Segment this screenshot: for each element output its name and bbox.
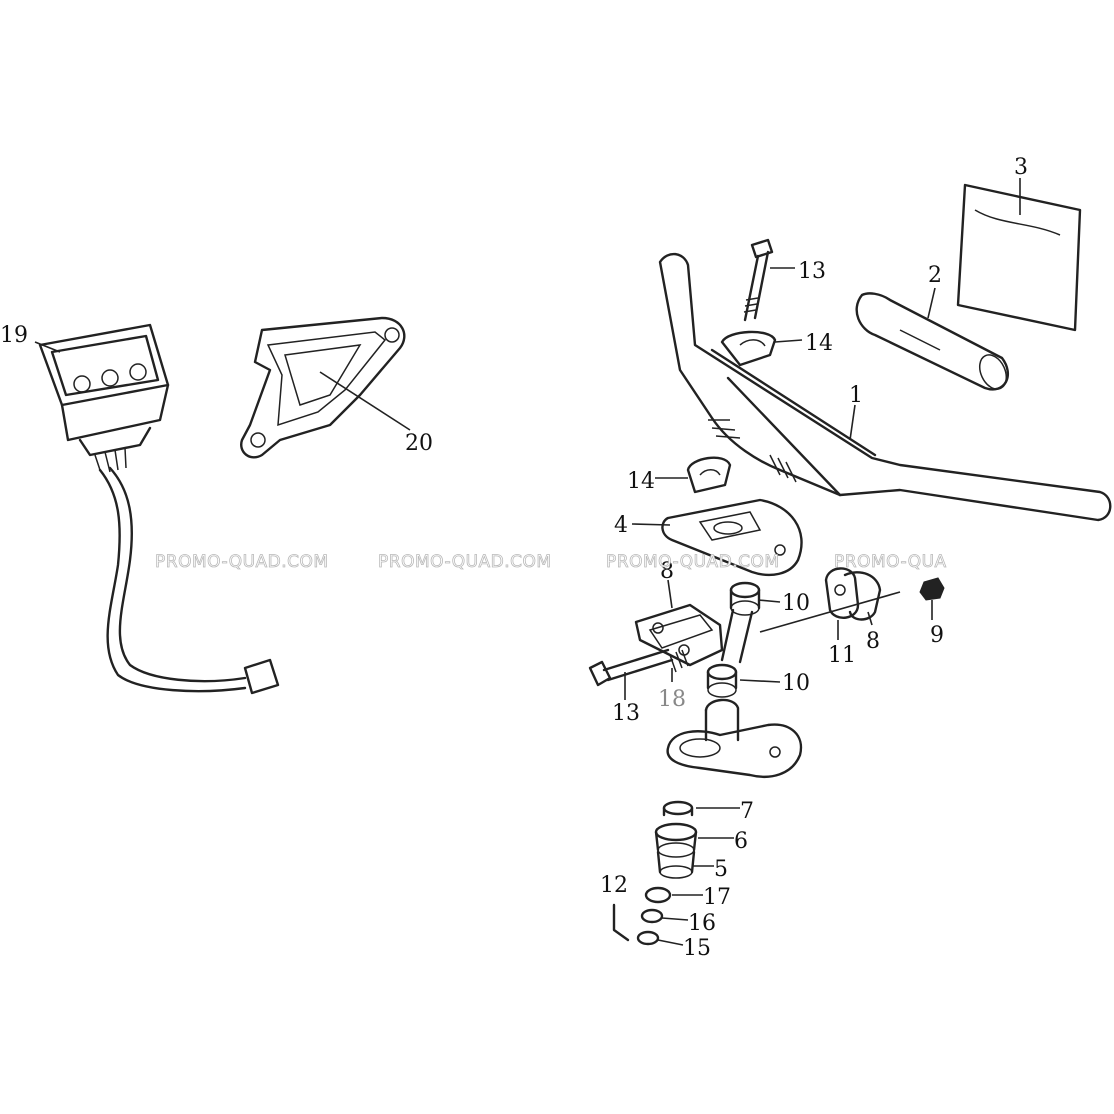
part-20-bracket	[240, 316, 406, 459]
callout-12: 12	[600, 873, 628, 898]
part-14-lower-clamp	[686, 456, 732, 494]
part-10-bushings-and-shaft	[706, 581, 761, 698]
part-19-meter-unit	[38, 323, 280, 695]
watermark-4: PROMO-QUA	[834, 552, 947, 572]
watermarks: PROMO-QUAD.COM PROMO-QUAD.COM PROMO-QUAD…	[155, 552, 947, 573]
callout-labels: 19 20 3 2 1 13 14 14 4 8 10 11 8 9 10 18…	[0, 155, 1028, 961]
part-12-cotter-pin	[612, 903, 630, 942]
part-17-16-15-washers	[636, 886, 672, 946]
callout-11: 11	[828, 643, 856, 668]
watermark-2: PROMO-QUAD.COM	[378, 552, 552, 572]
part-13-lower-bolt	[588, 648, 674, 687]
watermark-3: PROMO-QUAD.COM	[606, 552, 780, 572]
part-4-top-plate	[661, 498, 803, 576]
part-11-8-right-clamp	[759, 567, 901, 633]
callout-19: 19	[0, 323, 28, 348]
callout-9: 9	[930, 623, 944, 648]
callout-16: 16	[688, 911, 716, 936]
callout-8-left: 8	[660, 559, 674, 584]
part-2-crossbar-pad	[855, 292, 1010, 391]
callout-13-upper: 13	[798, 259, 826, 284]
part-8-18-left-clamp	[634, 603, 724, 673]
part-9-nut	[919, 577, 945, 601]
part-1-handlebar	[658, 252, 1112, 522]
callout-15: 15	[683, 936, 711, 961]
callout-14-lower: 14	[627, 469, 655, 494]
callout-2: 2	[928, 263, 942, 288]
callout-13-lower: 13	[612, 701, 640, 726]
callout-5: 5	[714, 857, 728, 882]
part-3-label-plate	[956, 183, 1082, 332]
watermark-1: PROMO-QUAD.COM	[155, 552, 329, 572]
callout-14-upper: 14	[805, 331, 833, 356]
callout-17: 17	[703, 885, 731, 910]
callout-3: 3	[1014, 155, 1028, 180]
part-14-upper-clamp	[720, 330, 777, 367]
part-13-upper-bolt	[743, 238, 774, 322]
callout-18: 18	[658, 687, 686, 712]
callout-10-lower: 10	[782, 671, 810, 696]
callout-6: 6	[734, 829, 748, 854]
callout-1: 1	[849, 383, 863, 408]
part-lower-fork-plate	[666, 698, 803, 778]
leader-lines	[34, 178, 1021, 946]
callout-10-upper: 10	[782, 591, 810, 616]
part-7-6-5-stem	[654, 800, 698, 879]
callout-20: 20	[405, 431, 433, 456]
callout-7: 7	[740, 799, 754, 824]
callout-4: 4	[614, 513, 628, 538]
callout-8-right: 8	[866, 629, 880, 654]
